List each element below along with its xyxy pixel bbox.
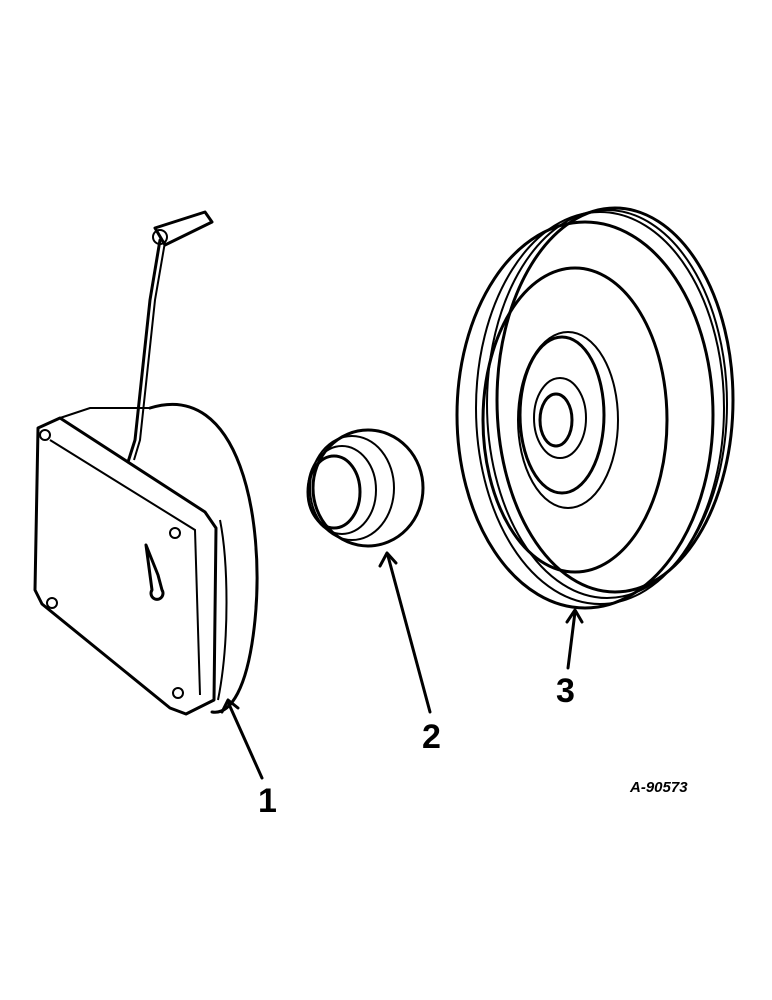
callout-arrow-3 (565, 608, 584, 670)
callout-arrow-1 (220, 698, 264, 780)
part-2-bearing (306, 428, 425, 548)
callout-arrow-2 (378, 551, 432, 714)
callout-label-1: 1 (258, 782, 277, 820)
callout-label-3: 3 (556, 672, 575, 710)
part-1-coil-assembly (33, 210, 259, 716)
callout-label-2: 2 (422, 718, 441, 756)
figure-id: A-90573 (629, 779, 688, 796)
part-3-pulley (455, 206, 735, 610)
